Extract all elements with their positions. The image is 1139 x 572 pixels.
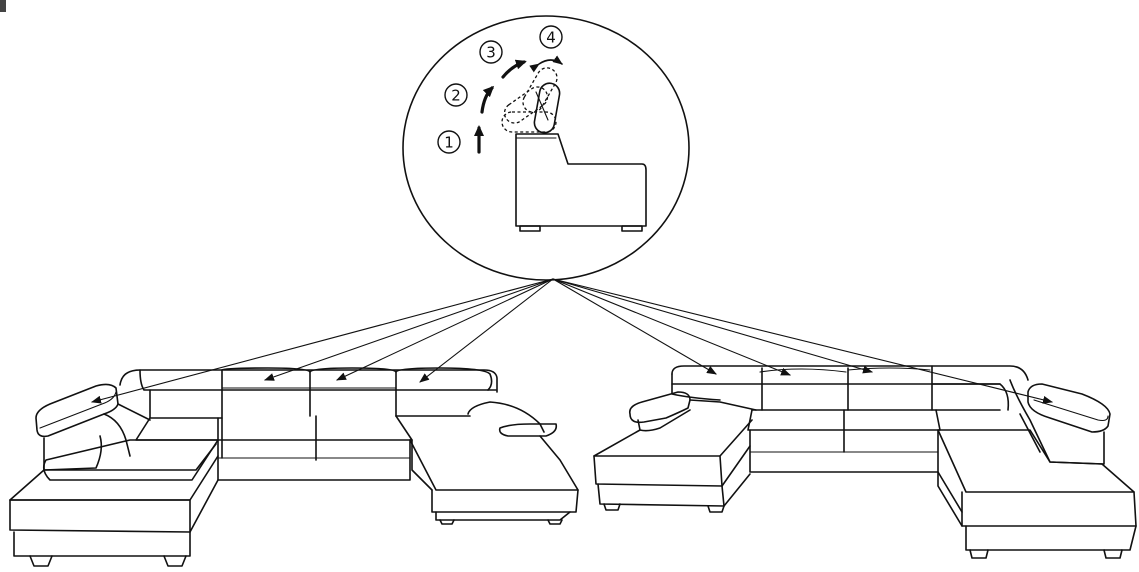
corner-mark [0, 0, 6, 12]
pointer-lines [91, 278, 1053, 404]
svg-text:3: 3 [486, 44, 496, 62]
step-2: 2 [444, 83, 468, 107]
svg-text:2: 2 [451, 87, 461, 105]
pointer-line [552, 278, 1053, 404]
left-sofa [9, 367, 579, 567]
pointer-line [419, 278, 554, 383]
step-1: 1 [437, 130, 461, 154]
headrest-positions [501, 67, 561, 134]
step-4: 4 [539, 25, 563, 49]
detail-callout: 1 2 3 4 [402, 15, 690, 281]
pointer-line [336, 278, 554, 381]
pointer-line [552, 278, 791, 376]
seat-side-view [515, 133, 647, 232]
right-sofa [593, 365, 1137, 559]
pointer-line [552, 278, 717, 375]
svg-text:1: 1 [444, 134, 454, 152]
pointer-line [552, 278, 873, 374]
motion-arrows [474, 55, 563, 154]
step-3: 3 [479, 40, 503, 64]
pointer-line [264, 278, 554, 381]
svg-text:4: 4 [546, 29, 556, 47]
detail-circle [402, 15, 690, 281]
pointer-line [91, 278, 554, 404]
